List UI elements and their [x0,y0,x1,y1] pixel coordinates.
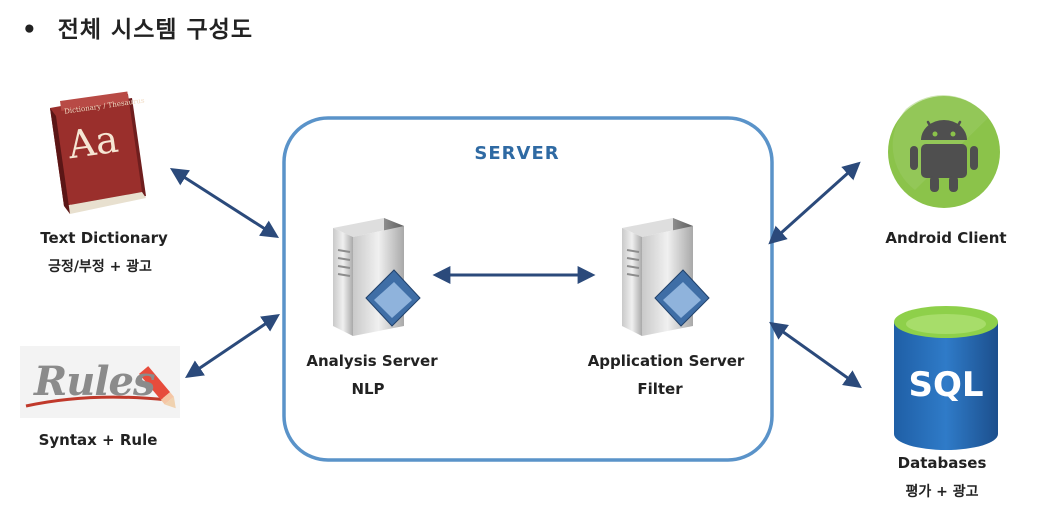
application-server-sub-label: Filter [637,380,683,398]
android-client-label: Android Client [885,229,1007,247]
book-cover-letters: Aa [65,116,121,168]
arrow-server-android [768,161,861,245]
dictionary-book-icon [50,91,146,214]
server-box-label: SERVER [474,143,560,164]
arrow-dictionary-server [169,168,280,238]
arrow-rules-server [185,313,280,379]
sql-badge-text: SQL [908,365,984,405]
server-box [282,116,774,462]
sql-database-icon [894,306,998,450]
text-dictionary-label: Text Dictionary [40,229,168,247]
application-server-icon [622,218,710,336]
rules-label: Syntax + Rule [38,431,158,449]
rules-sign-icon [20,346,180,418]
databases-label: Databases [897,454,987,472]
title-text: 전체 시스템 구성도 [57,17,253,43]
text-dictionary-sub-label: 긍정/부정 + 광고 [48,259,152,275]
analysis-server-label: Analysis Server [306,352,438,370]
title-bullet: • [22,17,38,43]
databases-sub-label: 평가 + 광고 [905,484,979,500]
android-robot-icon [888,95,1000,208]
arrow-server-databases [769,321,862,389]
application-server-label: Application Server [587,352,745,370]
analysis-server-icon [333,218,421,336]
slide-title: • 전체 시스템 구성도 [22,10,253,44]
analysis-server-sub-label: NLP [351,380,385,398]
rules-sign-text: Rules [34,358,155,405]
